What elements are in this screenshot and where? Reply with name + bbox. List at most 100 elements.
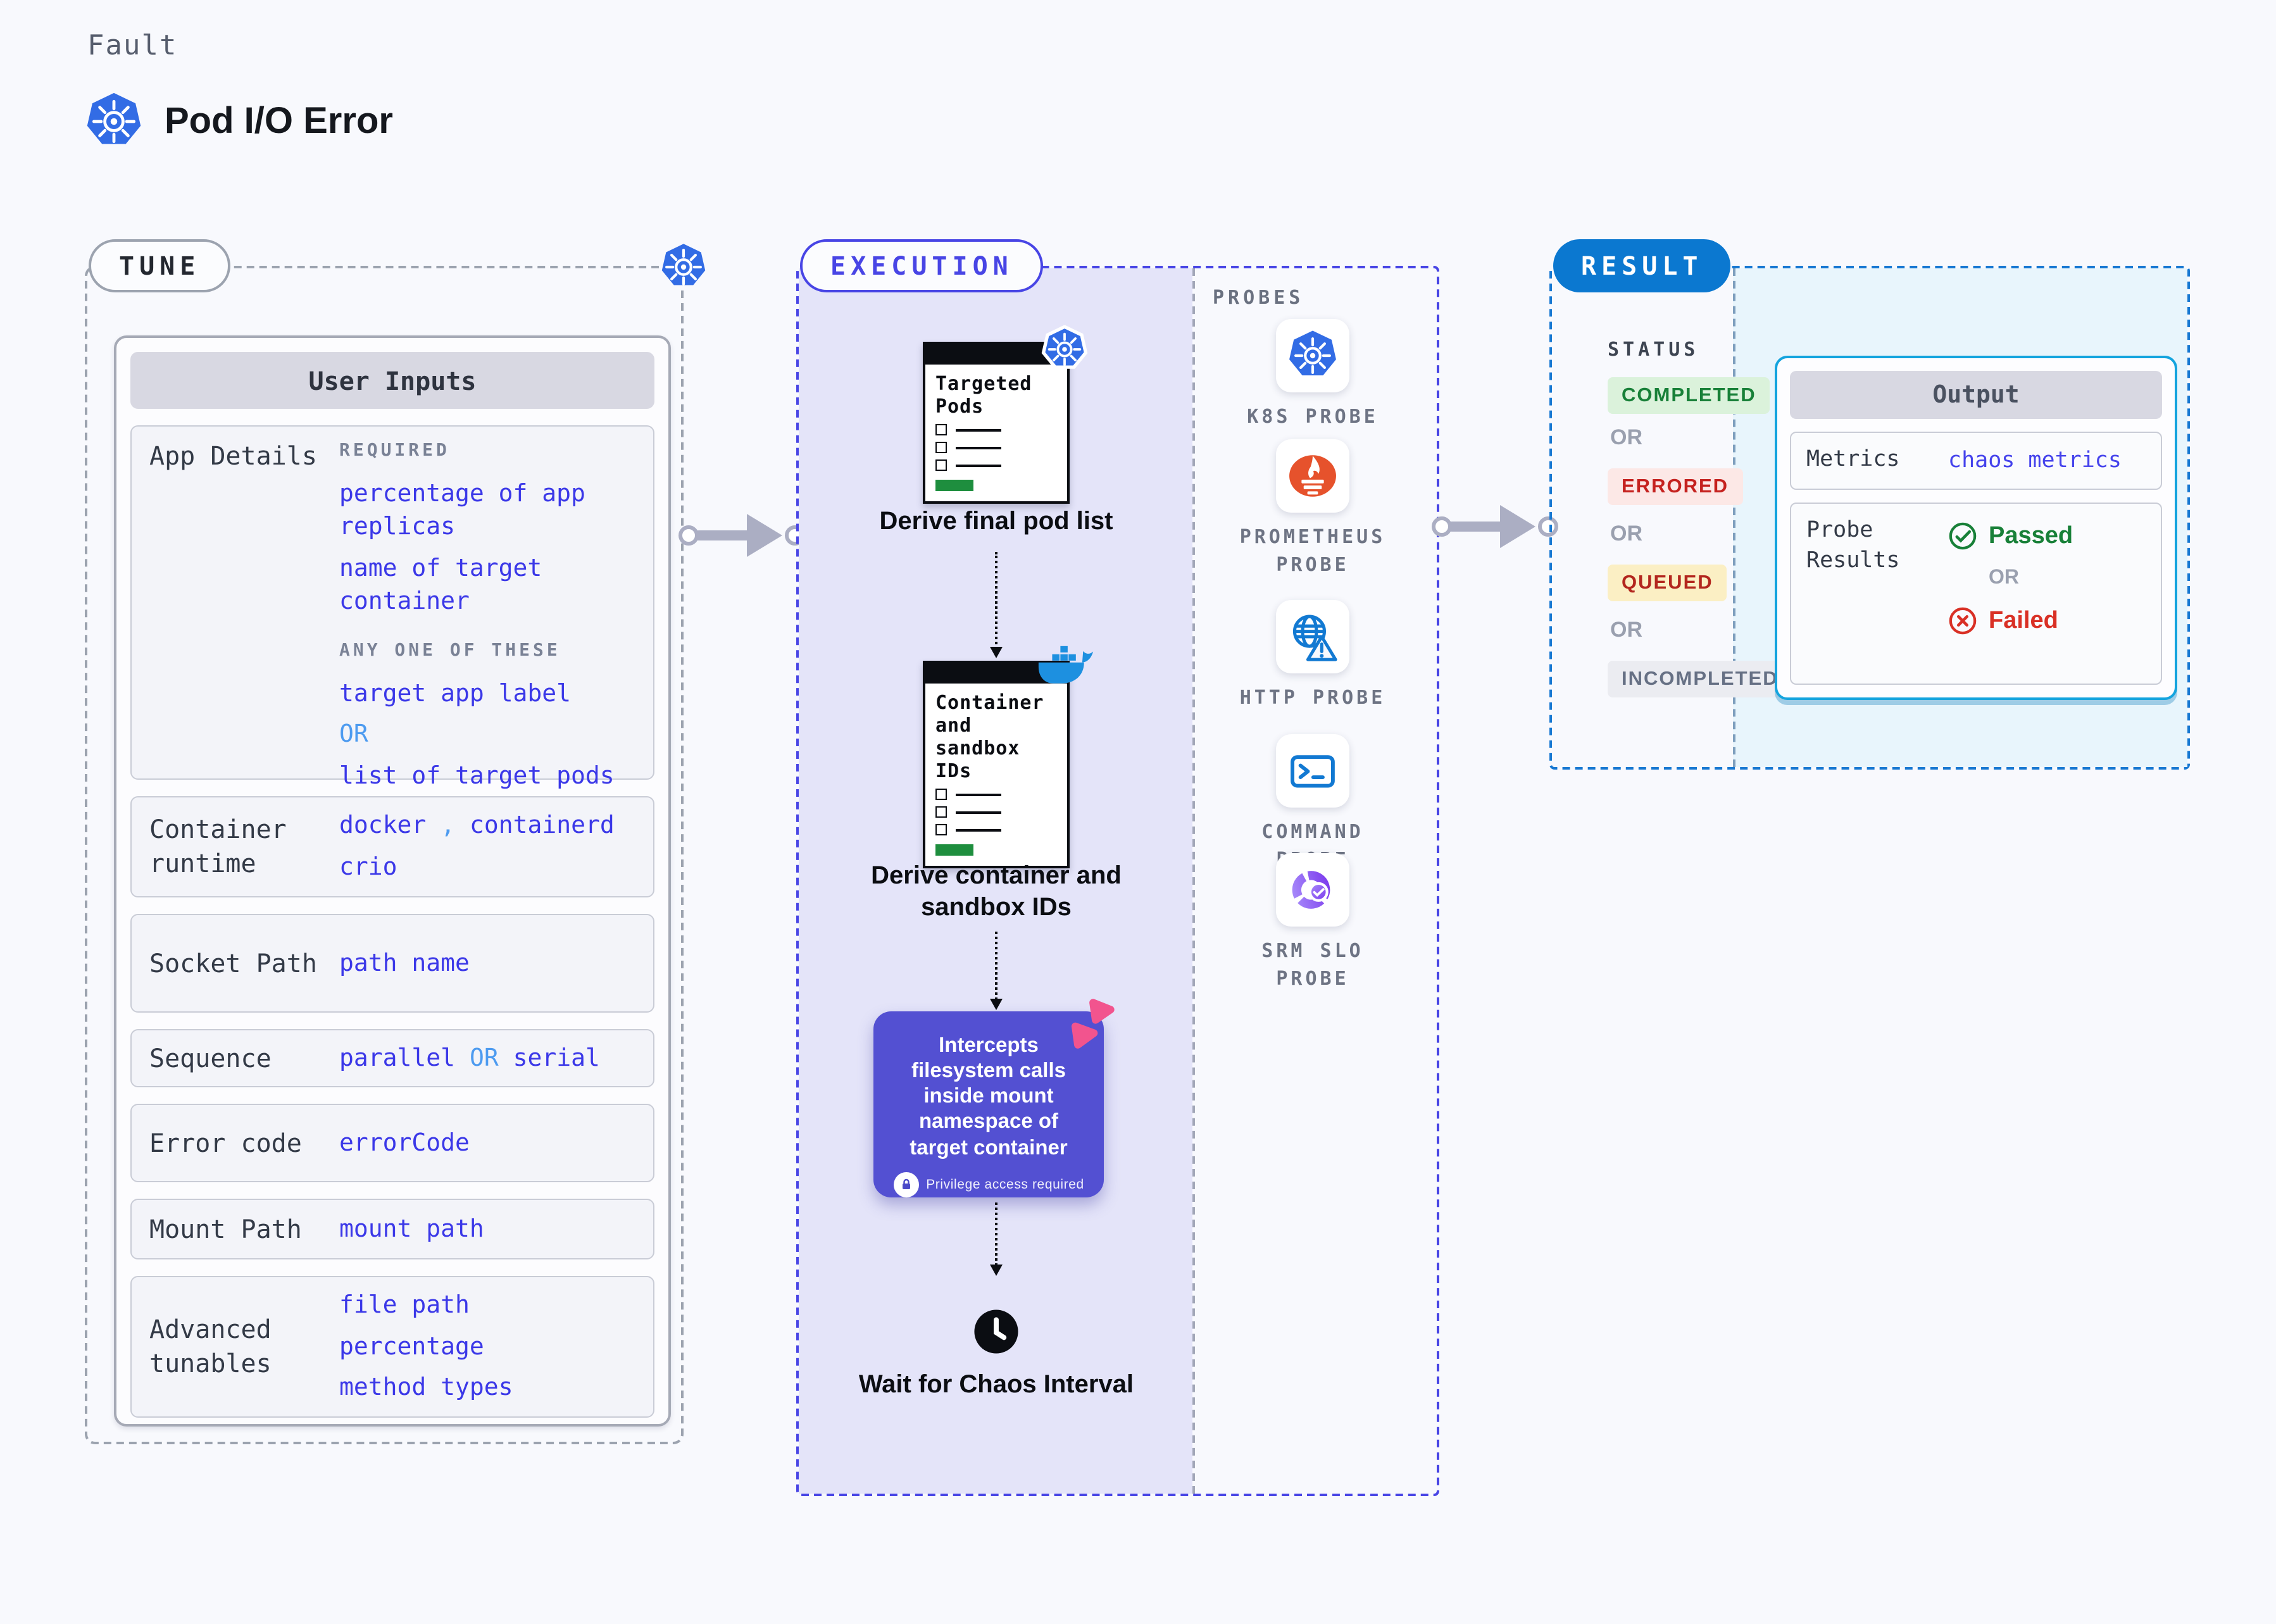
container-sandbox-doc: Container and sandbox IDs — [923, 646, 1094, 868]
any-item: list of target pods — [339, 761, 615, 790]
mount-path-value: mount path — [339, 1215, 484, 1243]
execution-section: Targeted Pods Derive final pod list Co — [796, 266, 1439, 1496]
fault-eyebrow: Fault — [87, 30, 178, 62]
any-item: target app label — [339, 679, 572, 708]
or-separator: OR — [1610, 522, 1642, 546]
app-details-label: App Details — [149, 440, 317, 471]
row-app-details: App Details REQUIRED percentage of app r… — [130, 425, 654, 790]
user-inputs-title: User Inputs — [130, 352, 654, 409]
row-container-runtime: Container runtime docker , containerd cr… — [130, 796, 654, 897]
comma-separator: , — [441, 811, 456, 840]
sequence-label: Sequence — [149, 1042, 272, 1073]
status-heading: STATUS — [1608, 338, 1699, 361]
row-mount-path: Mount Path mount path — [130, 1199, 654, 1259]
advanced-item: method types — [339, 1373, 513, 1402]
terminal-icon — [1276, 734, 1349, 808]
probe-label: PROMETHEUS PROBE — [1239, 525, 1386, 576]
probe-results-row: Probe Results Passed OR — [1790, 503, 2162, 685]
sequence-value: parallel — [339, 1044, 456, 1072]
lock-icon — [893, 1171, 919, 1197]
page-title: Pod I/O Error — [165, 101, 393, 142]
kubernetes-icon — [1276, 319, 1349, 392]
wait-chaos-caption: Wait for Chaos Interval — [858, 1371, 1134, 1399]
probes-heading: PROBES — [1213, 286, 1304, 309]
x-circle-icon — [1949, 607, 1977, 635]
mount-path-label: Mount Path — [149, 1213, 302, 1244]
passed-label: Passed — [1989, 522, 2073, 549]
status-badge-completed: COMPLETED — [1608, 377, 1770, 414]
flow-connector — [990, 552, 1003, 658]
probe-srm-slo: SRM SLO PROBE — [1224, 853, 1401, 993]
privilege-note: Privilege access required — [926, 1177, 1084, 1192]
result-section: STATUS COMPLETED OR ERRORED OR QUEUED OR… — [1549, 266, 2190, 770]
runtime-value: docker — [339, 811, 427, 840]
container-runtime-label: Container runtime — [149, 814, 287, 878]
row-socket-path: Socket Path path name — [130, 914, 654, 1013]
error-code-value: errorCode — [339, 1128, 470, 1157]
sequence-value: serial — [513, 1044, 600, 1072]
probe-command: COMMAND PROBE — [1224, 734, 1401, 874]
check-circle-icon — [1949, 522, 1977, 550]
advanced-item: percentage — [339, 1332, 484, 1361]
intercept-node: Intercepts filesystem calls inside mount… — [873, 999, 1115, 1197]
docker-icon — [1038, 646, 1094, 684]
tune-section — [85, 266, 684, 1444]
or-separator: OR — [469, 1044, 499, 1072]
metrics-row: Metrics chaos metrics — [1790, 432, 2162, 490]
tune-to-execution-arrow — [678, 514, 805, 557]
failed-label: Failed — [1989, 607, 2058, 634]
probe-label: HTTP PROBE — [1239, 686, 1386, 709]
metrics-value: chaos metrics — [1948, 448, 2122, 473]
row-advanced-tunables: Advanced tunables file path percentage m… — [130, 1276, 654, 1418]
kubernetes-icon — [658, 240, 709, 289]
required-item: name of target container — [339, 554, 542, 616]
advanced-tunables-label: Advanced tunables — [149, 1314, 272, 1378]
probe-prometheus: PROMETHEUS PROBE — [1224, 439, 1401, 579]
execution-to-result-arrow — [1432, 505, 1558, 548]
probes-divider — [1192, 268, 1195, 1494]
runtime-value: crio — [339, 853, 397, 881]
runtime-value: containerd — [470, 811, 615, 840]
row-sequence: Sequence parallel OR serial — [130, 1029, 654, 1087]
probe-label: K8S PROBE — [1247, 405, 1379, 428]
prometheus-icon — [1276, 439, 1349, 513]
flow-connector — [990, 932, 1003, 1010]
advanced-item: file path — [339, 1291, 470, 1320]
status-badge-incompleted: INCOMPLETED — [1608, 661, 1792, 697]
or-separator: OR — [1610, 618, 1642, 642]
status-badge-queued: QUEUED — [1608, 565, 1727, 601]
targeted-pods-doc: Targeted Pods — [923, 325, 1088, 504]
socket-path-label: Socket Path — [149, 947, 317, 978]
or-separator: OR — [339, 720, 368, 749]
any-one-heading: ANY ONE OF THESE — [339, 640, 561, 661]
execution-tag: EXECUTION — [800, 239, 1044, 292]
required-item: percentage of app replicas — [339, 479, 585, 541]
targeted-pods-title: Targeted Pods — [935, 372, 1032, 418]
container-sandbox-title: Container and sandbox IDs — [935, 691, 1044, 782]
derive-pod-list-caption: Derive final pod list — [879, 508, 1113, 535]
or-separator: OR — [1610, 425, 1642, 449]
derive-container-ids-caption: Derive container and sandbox IDs — [871, 862, 1122, 921]
slo-donut-check-icon — [1276, 853, 1349, 927]
or-separator: OR — [1989, 567, 2019, 589]
clock-icon — [974, 1309, 1018, 1354]
probe-http: HTTP PROBE — [1224, 600, 1401, 713]
metrics-label: Metrics — [1806, 447, 1900, 473]
kubernetes-icon — [87, 92, 141, 144]
probe-label: SRM SLO PROBE — [1261, 939, 1364, 990]
error-code-label: Error code — [149, 1127, 302, 1158]
result-tag: RESULT — [1553, 239, 1731, 292]
row-error-code: Error code errorCode — [130, 1104, 654, 1182]
output-card: Output Metrics chaos metrics Probe Resul… — [1775, 356, 2177, 700]
tune-tag: TUNE — [89, 239, 231, 292]
intercept-text: Intercepts filesystem calls inside mount… — [910, 1034, 1068, 1159]
kubernetes-icon — [1041, 325, 1088, 369]
probe-k8s: K8S PROBE — [1224, 319, 1401, 432]
output-title: Output — [1790, 371, 2162, 419]
socket-path-value: path name — [339, 949, 470, 977]
chaos-arrows-icon — [1071, 999, 1115, 1049]
status-badge-errored: ERRORED — [1608, 468, 1743, 505]
flow-connector — [990, 1202, 1003, 1276]
user-inputs-card: User Inputs App Details REQUIRED percent… — [114, 335, 671, 1427]
